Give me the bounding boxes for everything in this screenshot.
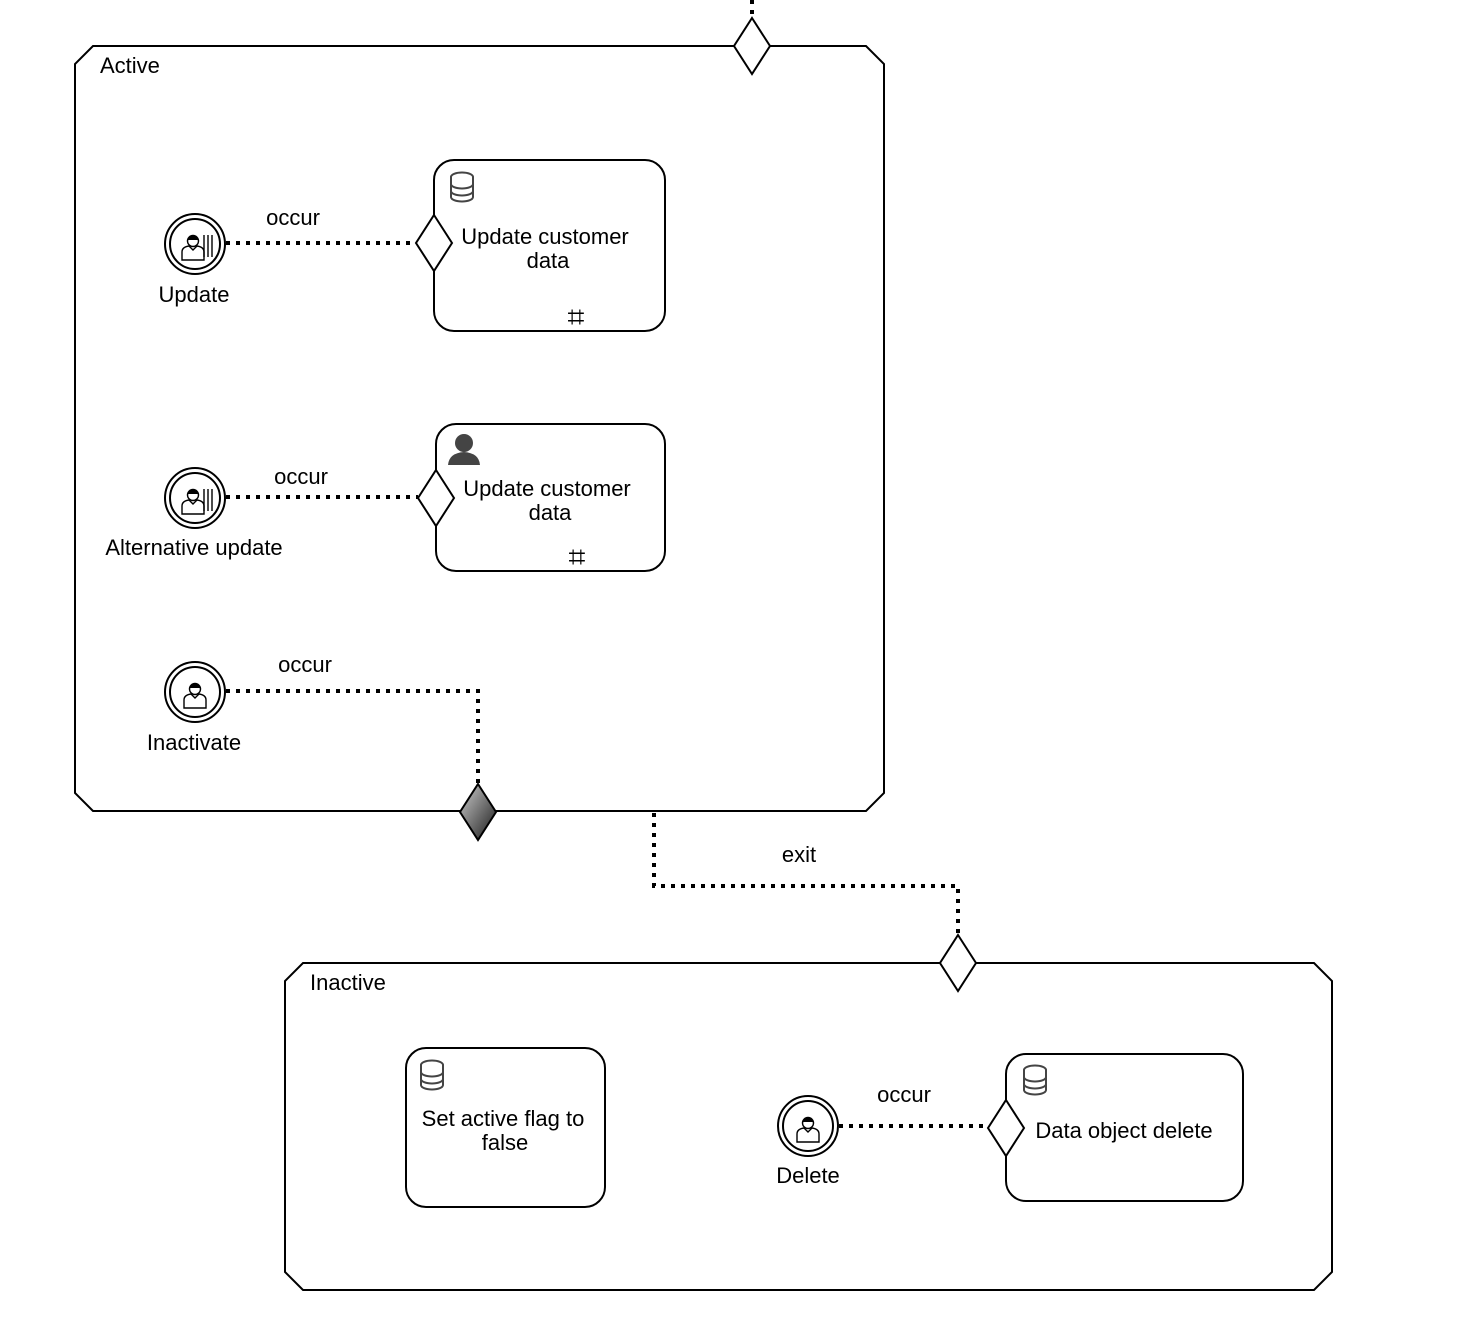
event-label-inactivate: Inactivate bbox=[147, 730, 241, 755]
task-label-line2: false bbox=[482, 1130, 528, 1155]
repetition-marker-icon: ⌗ bbox=[568, 301, 585, 334]
connector-label-occur: occur bbox=[278, 652, 332, 677]
connector-label-exit: exit bbox=[782, 842, 816, 867]
repetition-marker-icon: ⌗ bbox=[569, 541, 586, 574]
event-listener-inactivate[interactable]: Inactivate bbox=[147, 661, 241, 755]
stage-active-label: Active bbox=[100, 53, 160, 78]
event-listener-update[interactable]: Update bbox=[159, 213, 230, 307]
event-inner-ring bbox=[782, 1100, 834, 1152]
task-label-line1: Data object delete bbox=[1035, 1118, 1212, 1143]
event-label-alternative-update: Alternative update bbox=[105, 535, 282, 560]
task-box bbox=[405, 1047, 606, 1208]
task-label-line2: data bbox=[527, 248, 571, 273]
entry-criterion-active[interactable] bbox=[732, 16, 772, 76]
connector-label-occur: occur bbox=[266, 205, 320, 230]
connector-label-occur: occur bbox=[877, 1082, 931, 1107]
event-inner-ring bbox=[169, 666, 221, 718]
task-update-customer-data-db[interactable]: Update customer data ⌗ bbox=[433, 159, 666, 334]
entry-criterion-update-db[interactable] bbox=[414, 213, 454, 273]
user-icon bbox=[448, 434, 480, 465]
task-label-line2: data bbox=[529, 500, 573, 525]
connector-occur-inactivate[interactable] bbox=[226, 689, 480, 784]
database-icon bbox=[420, 1059, 444, 1091]
connector-label-occur: occur bbox=[274, 464, 328, 489]
task-label-line1: Set active flag to bbox=[422, 1106, 585, 1131]
connector-exit[interactable] bbox=[652, 813, 960, 935]
entry-criterion-data-delete[interactable] bbox=[986, 1098, 1026, 1158]
event-label-update: Update bbox=[159, 282, 230, 307]
event-label-delete: Delete bbox=[776, 1163, 840, 1188]
task-label-line1: Update customer bbox=[463, 476, 631, 501]
database-icon bbox=[1023, 1064, 1047, 1096]
task-update-customer-data-user[interactable]: Update customer data ⌗ bbox=[435, 423, 666, 574]
task-label-line1: Update customer bbox=[461, 224, 629, 249]
event-bars-icon bbox=[203, 489, 213, 511]
database-icon bbox=[450, 171, 474, 203]
entry-criterion-inactive[interactable] bbox=[938, 933, 978, 993]
stage-inactive-label: Inactive bbox=[310, 970, 386, 995]
task-set-active-flag[interactable]: Set active flag to false bbox=[405, 1047, 606, 1208]
event-bars-icon bbox=[203, 235, 213, 257]
event-listener-alternative-update[interactable]: Alternative update bbox=[105, 467, 283, 560]
event-listener-delete[interactable]: Delete bbox=[776, 1095, 840, 1188]
entry-criterion-update-user[interactable] bbox=[416, 468, 456, 528]
task-data-object-delete[interactable]: Data object delete bbox=[1005, 1053, 1244, 1202]
exit-criterion-active[interactable] bbox=[458, 782, 498, 842]
